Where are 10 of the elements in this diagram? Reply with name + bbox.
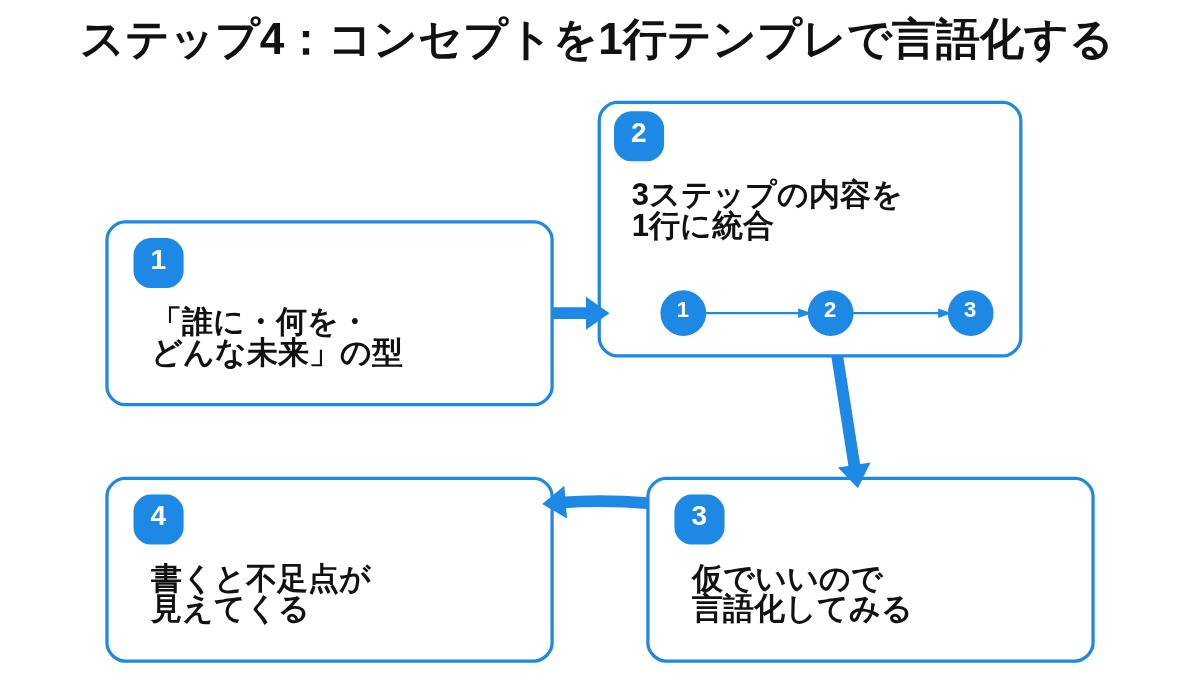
node-circle: 2 <box>807 290 854 337</box>
node-box: 3 仮でいいので言語化してみる <box>646 476 1095 663</box>
node-circle: 3 <box>947 290 994 337</box>
arrow <box>831 355 871 489</box>
node-box: 1 「誰に・何を・どんな未来」の型 <box>105 220 554 407</box>
node-box: 4 書くと不足点が見えてくる <box>105 476 554 663</box>
arrow <box>552 296 610 330</box>
diagram-title: ステップ4：コンセプトを1行テンプレで言語化する <box>79 13 1114 63</box>
arrow <box>542 485 648 519</box>
node-circle: 1 <box>660 290 707 337</box>
